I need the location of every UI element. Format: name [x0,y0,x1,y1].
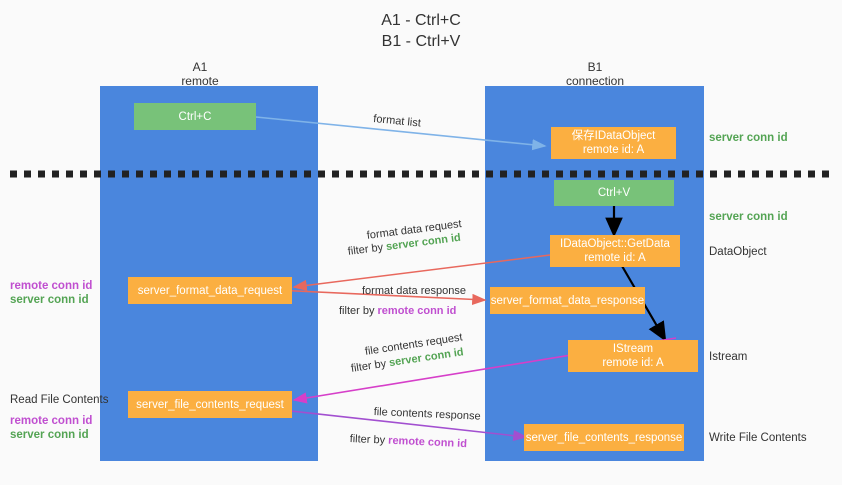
box-ctrl-v[interactable]: Ctrl+V [554,180,674,206]
column-a1-sub: remote [181,74,219,88]
filter-value-remote-conn-id: remote conn id [377,305,457,317]
filter-value-remote-conn-id: remote conn id [387,434,468,451]
box-save-idataobject[interactable]: 保存IDataObject remote id: A [551,127,676,159]
label-server-conn-id-2: server conn id [10,429,89,441]
box-save-idataobject-line1: 保存IDataObject [571,130,656,142]
title-line-2: B1 - Ctrl+V [381,33,461,50]
annotation-file-contents-response-filter: filter by remote conn id [349,432,467,452]
box-server-file-contents-request[interactable]: server_file_contents_request [128,391,292,418]
box-server-format-data-response[interactable]: server_format_data_response [490,287,645,314]
label-remote-conn-id-2: remote conn id [10,415,93,427]
box-ctrl-c-label: Ctrl+C [178,110,212,123]
title-line-1: A1 - Ctrl+C [381,12,461,29]
filter-prefix: filter by [339,305,378,317]
box-istream-line2: remote id: A [602,357,664,369]
label-server-conn-id-top: server conn id [709,132,788,144]
box-server-format-data-response-label: server_format_data_response [490,294,645,307]
label-remote-conn-id-1: remote conn id [10,280,93,292]
label-dataobject: DataObject [709,246,767,258]
annotation-format-data-response: format data response [362,285,466,297]
filter-prefix: filter by [349,432,389,447]
box-save-idataobject-line2: remote id: A [582,144,645,156]
box-idataobject-getdata-line2: remote id: A [584,252,646,264]
annotation-format-list: format list [372,112,422,130]
column-a1-name: A1 [192,60,208,74]
box-ctrl-c[interactable]: Ctrl+C [134,103,256,130]
box-istream-line1: IStream [612,343,654,355]
label-server-conn-id-1: server conn id [10,294,89,306]
label-read-file-contents: Read File Contents [10,394,109,406]
label-istream: Istream [709,351,748,363]
box-idataobject-getdata-line1: IDataObject::GetData [560,238,670,250]
column-header-a1: A1 remote [100,60,300,88]
column-b1-name: B1 [587,60,603,74]
box-ctrl-v-label: Ctrl+V [597,187,631,199]
label-write-file-contents: Write File Contents [709,432,807,444]
filter-prefix: filter by [350,357,391,375]
box-server-format-data-request-label: server_format_data_request [137,284,283,297]
diagram-title: A1 - Ctrl+C B1 - Ctrl+V [0,10,842,52]
column-b1-sub: connection [565,74,625,88]
annotation-file-contents-response: file contents response [373,405,481,423]
annotation-format-data-response-filter: filter by remote conn id [339,304,456,319]
filter-prefix: filter by [347,241,387,258]
box-server-format-data-request[interactable]: server_format_data_request [128,277,292,304]
column-header-b1: B1 connection [485,60,705,88]
box-idataobject-getdata[interactable]: IDataObject::GetData remote id: A [550,235,680,267]
box-server-file-contents-request-label: server_file_contents_request [136,398,284,411]
box-istream[interactable]: IStream remote id: A [568,340,698,372]
box-server-file-contents-response[interactable]: server_file_contents_response [524,424,684,451]
label-server-conn-id-mid: server conn id [709,211,788,223]
box-server-file-contents-response-label: server_file_contents_response [525,431,683,444]
